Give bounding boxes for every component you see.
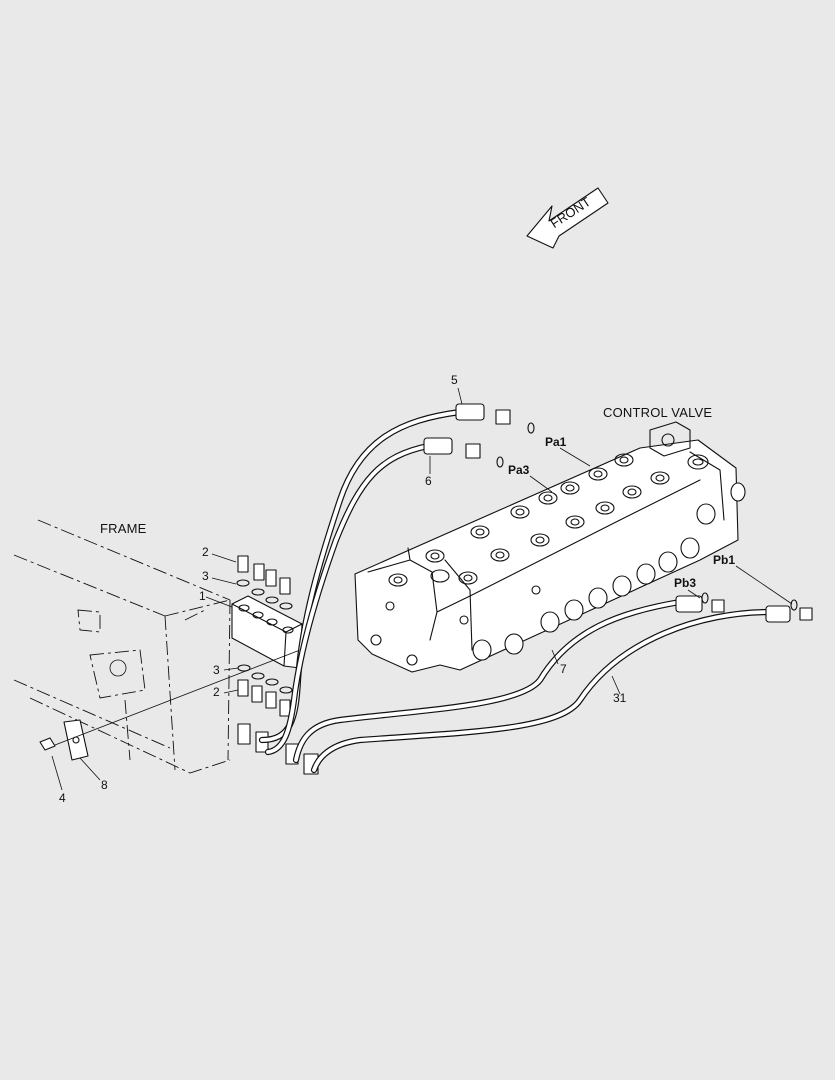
frame-label: FRAME [100, 521, 147, 536]
callout-2-bottom: 2 [213, 685, 220, 699]
control-valve-body [354, 421, 746, 673]
hose-7 [292, 592, 725, 764]
port-pa1-label: Pa1 [545, 435, 567, 449]
lower-fittings [237, 664, 319, 775]
port-pb1-label: Pb1 [713, 553, 736, 567]
callout-8: 8 [101, 778, 108, 792]
front-arrow [526, 187, 609, 249]
callout-4: 4 [59, 791, 66, 805]
callout-1: 1 [199, 589, 206, 603]
callout-7: 7 [560, 662, 567, 676]
callout-3-top: 3 [202, 569, 209, 583]
callout-31: 31 [613, 691, 627, 705]
callout-5: 5 [451, 373, 458, 387]
hose-31 [310, 599, 813, 774]
callout-6: 6 [425, 474, 432, 488]
leader-lines [51, 387, 793, 791]
port-pb3-label: Pb3 [674, 576, 697, 590]
control-valve-label: CONTROL VALVE [603, 405, 713, 420]
port-pa3-label: Pa3 [508, 463, 530, 477]
frame-outline [13, 519, 231, 774]
valve-port-circles [388, 453, 709, 587]
manifold-block [231, 595, 303, 669]
hose-6 [264, 437, 504, 756]
valve-pilot-caps [370, 482, 746, 666]
mounting-plate [39, 649, 301, 761]
upper-fittings [236, 555, 293, 610]
callout-2-top: 2 [202, 545, 209, 559]
callout-3-bottom: 3 [213, 663, 220, 677]
